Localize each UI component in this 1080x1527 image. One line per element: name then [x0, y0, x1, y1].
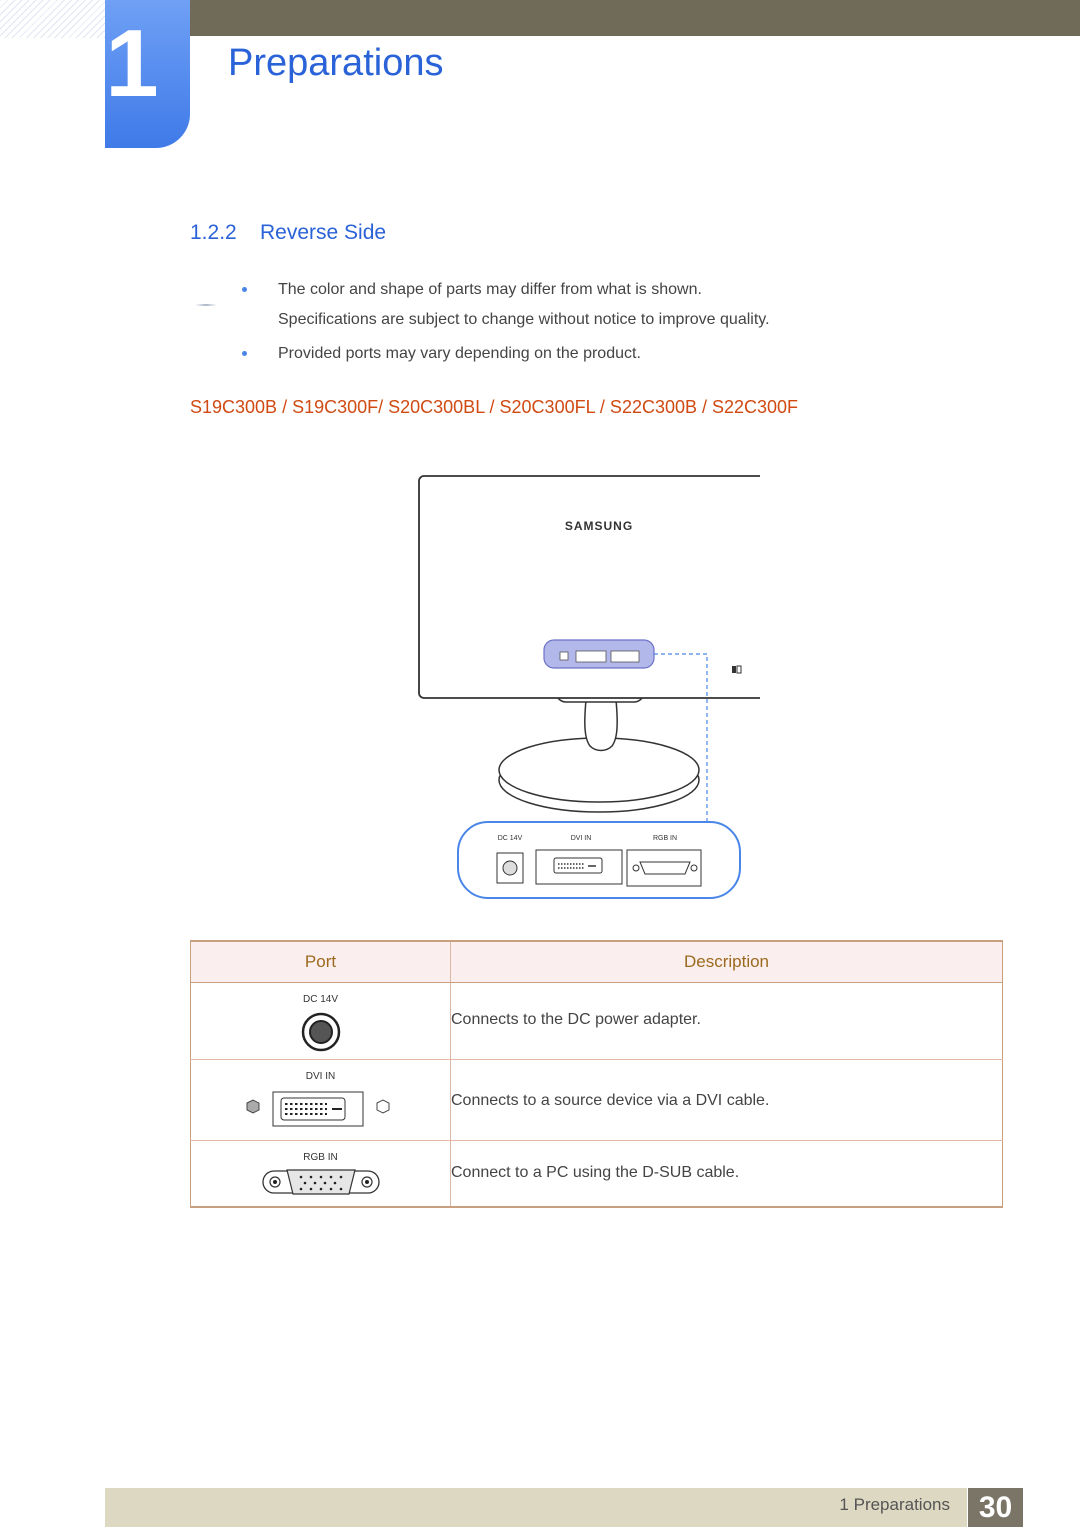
footer-bar — [105, 1488, 967, 1527]
panel-label-dvi: DVI IN — [571, 835, 592, 842]
vga-dsub-connector-icon — [261, 1169, 380, 1195]
port-label: RGB IN — [303, 1152, 338, 1163]
port-cell: DVI IN — [190, 1059, 451, 1141]
samsung-logo: SAMSUNG — [565, 519, 633, 533]
port-panel-enlarged: DC 14V DVI IN RGB IN — [457, 821, 741, 899]
model-list-heading: S19C300B / S19C300F/ S20C300BL / S20C300… — [190, 397, 799, 417]
dvi-connector-icon — [246, 1091, 389, 1127]
chapter-number-block: 1 — [105, 0, 190, 148]
port-panel-small — [543, 639, 655, 669]
monitor-back-panel — [418, 475, 760, 699]
table-row: DVI IN Connects to a source device via a… — [190, 1059, 1003, 1141]
monitor-rear-illustration: SAMSUNG DC 14V DVI IN RGB IN — [418, 475, 760, 899]
header-bar — [190, 0, 1080, 36]
callout-line — [654, 653, 708, 822]
bullet-icon — [242, 351, 247, 356]
footer-chapter-label: 1 Preparations — [839, 1495, 950, 1514]
note-text: Provided ports may vary depending on the… — [278, 345, 641, 362]
port-table: Port Description DC 14V Connects to the … — [190, 940, 1003, 1208]
panel-label-dc: DC 14V — [498, 835, 523, 842]
table-header-description: Description — [450, 941, 1003, 983]
corner-hatch-decoration — [0, 0, 105, 38]
note-text-continued: Specifications are subject to change wit… — [278, 311, 770, 328]
port-label: DC 14V — [302, 994, 338, 1005]
description-cell: Connects to a source device via a DVI ca… — [450, 1059, 1003, 1141]
chapter-number: 1 — [105, 10, 159, 117]
port-cell: RGB IN — [190, 1140, 451, 1207]
port-cell: DC 14V — [190, 982, 451, 1060]
stand-neck — [584, 699, 618, 752]
table-row: DC 14V Connects to the DC power adapter. — [190, 982, 1003, 1060]
section-title: Reverse Side — [260, 221, 387, 244]
kensington-lock-icon — [732, 665, 742, 674]
port-label: DVI IN — [305, 1071, 336, 1082]
description-cell: Connect to a PC using the D-SUB cable. — [450, 1140, 1003, 1207]
section-heading: 1.2.2 Reverse Side — [190, 220, 386, 246]
note-icon — [195, 304, 217, 306]
bullet-icon — [242, 287, 247, 292]
section-number: 1.2.2 — [190, 221, 237, 244]
note-text: The color and shape of parts may differ … — [278, 281, 702, 298]
chapter-title: Preparations — [228, 42, 444, 84]
table-header-port: Port — [190, 941, 451, 983]
description-cell: Connects to the DC power adapter. — [450, 982, 1003, 1060]
page-number: 30 — [968, 1488, 1023, 1527]
panel-label-rgb: RGB IN — [653, 835, 677, 842]
table-row: RGB IN Connect to a PC using the D-SUB c… — [190, 1140, 1003, 1207]
dc-power-jack-icon — [301, 1012, 340, 1052]
